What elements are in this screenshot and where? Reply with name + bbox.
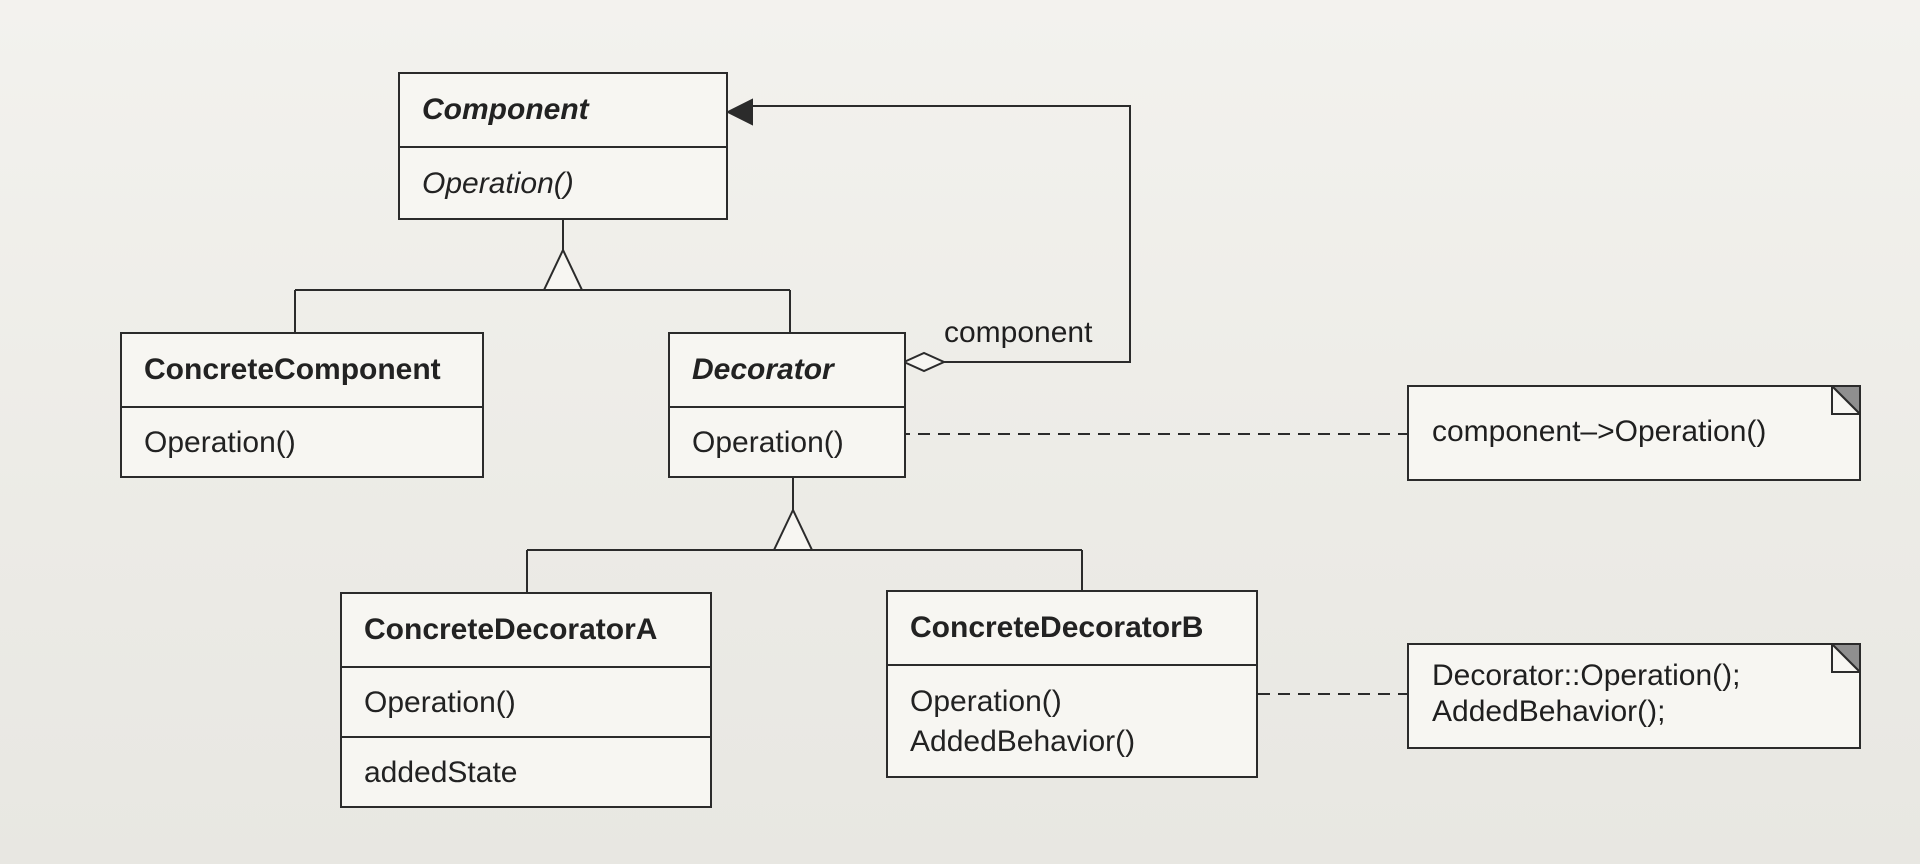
note-decorator-b-line1: Decorator::Operation(); [1432, 659, 1741, 692]
class-concrete-decorator-a: ConcreteDecoratorA Operation() addedStat… [340, 592, 712, 808]
class-concrete-component-operation: Operation() [122, 406, 482, 476]
note-shape-decorator [1407, 385, 1861, 481]
class-concrete-decorator-a-name: ConcreteDecoratorA [364, 613, 658, 646]
class-concrete-decorator-b: ConcreteDecoratorB Operation() AddedBeha… [886, 590, 1258, 778]
class-component-operation: Operation() [400, 146, 726, 218]
note-decorator: component–>Operation() [1408, 414, 1860, 450]
class-concrete-decorator-a-state: addedState [342, 736, 710, 806]
note-link-decorator [865, 427, 1408, 441]
note-decorator-b: Decorator::Operation(); AddedBehavior(); [1408, 658, 1860, 730]
class-decorator-operation: Operation() [670, 406, 904, 476]
aggregation-component [725, 98, 1131, 373]
note-decorator-text: component–>Operation() [1432, 415, 1767, 448]
class-concrete-decorator-b-behavior: AddedBehavior() [910, 725, 1136, 758]
association-label: component [944, 316, 1093, 349]
class-component-name: Component [422, 93, 589, 126]
class-concrete-component: ConcreteComponent Operation() [120, 332, 484, 478]
class-concrete-decorator-a-operation: Operation() [342, 666, 710, 736]
note-shape-decorator-b [1407, 643, 1861, 749]
class-decorator: Decorator Operation() [668, 332, 906, 478]
class-concrete-decorator-b-name: ConcreteDecoratorB [910, 611, 1204, 644]
note-decorator-b-line2: AddedBehavior(); [1432, 695, 1666, 728]
inheritance-decorator [526, 478, 1083, 592]
class-component: Component Operation() [398, 72, 728, 220]
class-concrete-component-name: ConcreteComponent [144, 353, 441, 386]
class-concrete-decorator-b-operation: Operation() [910, 685, 1062, 718]
class-concrete-decorator-b-body: Operation() AddedBehavior() [888, 664, 1256, 762]
inheritance-component [294, 220, 791, 332]
class-decorator-name: Decorator [692, 353, 834, 386]
